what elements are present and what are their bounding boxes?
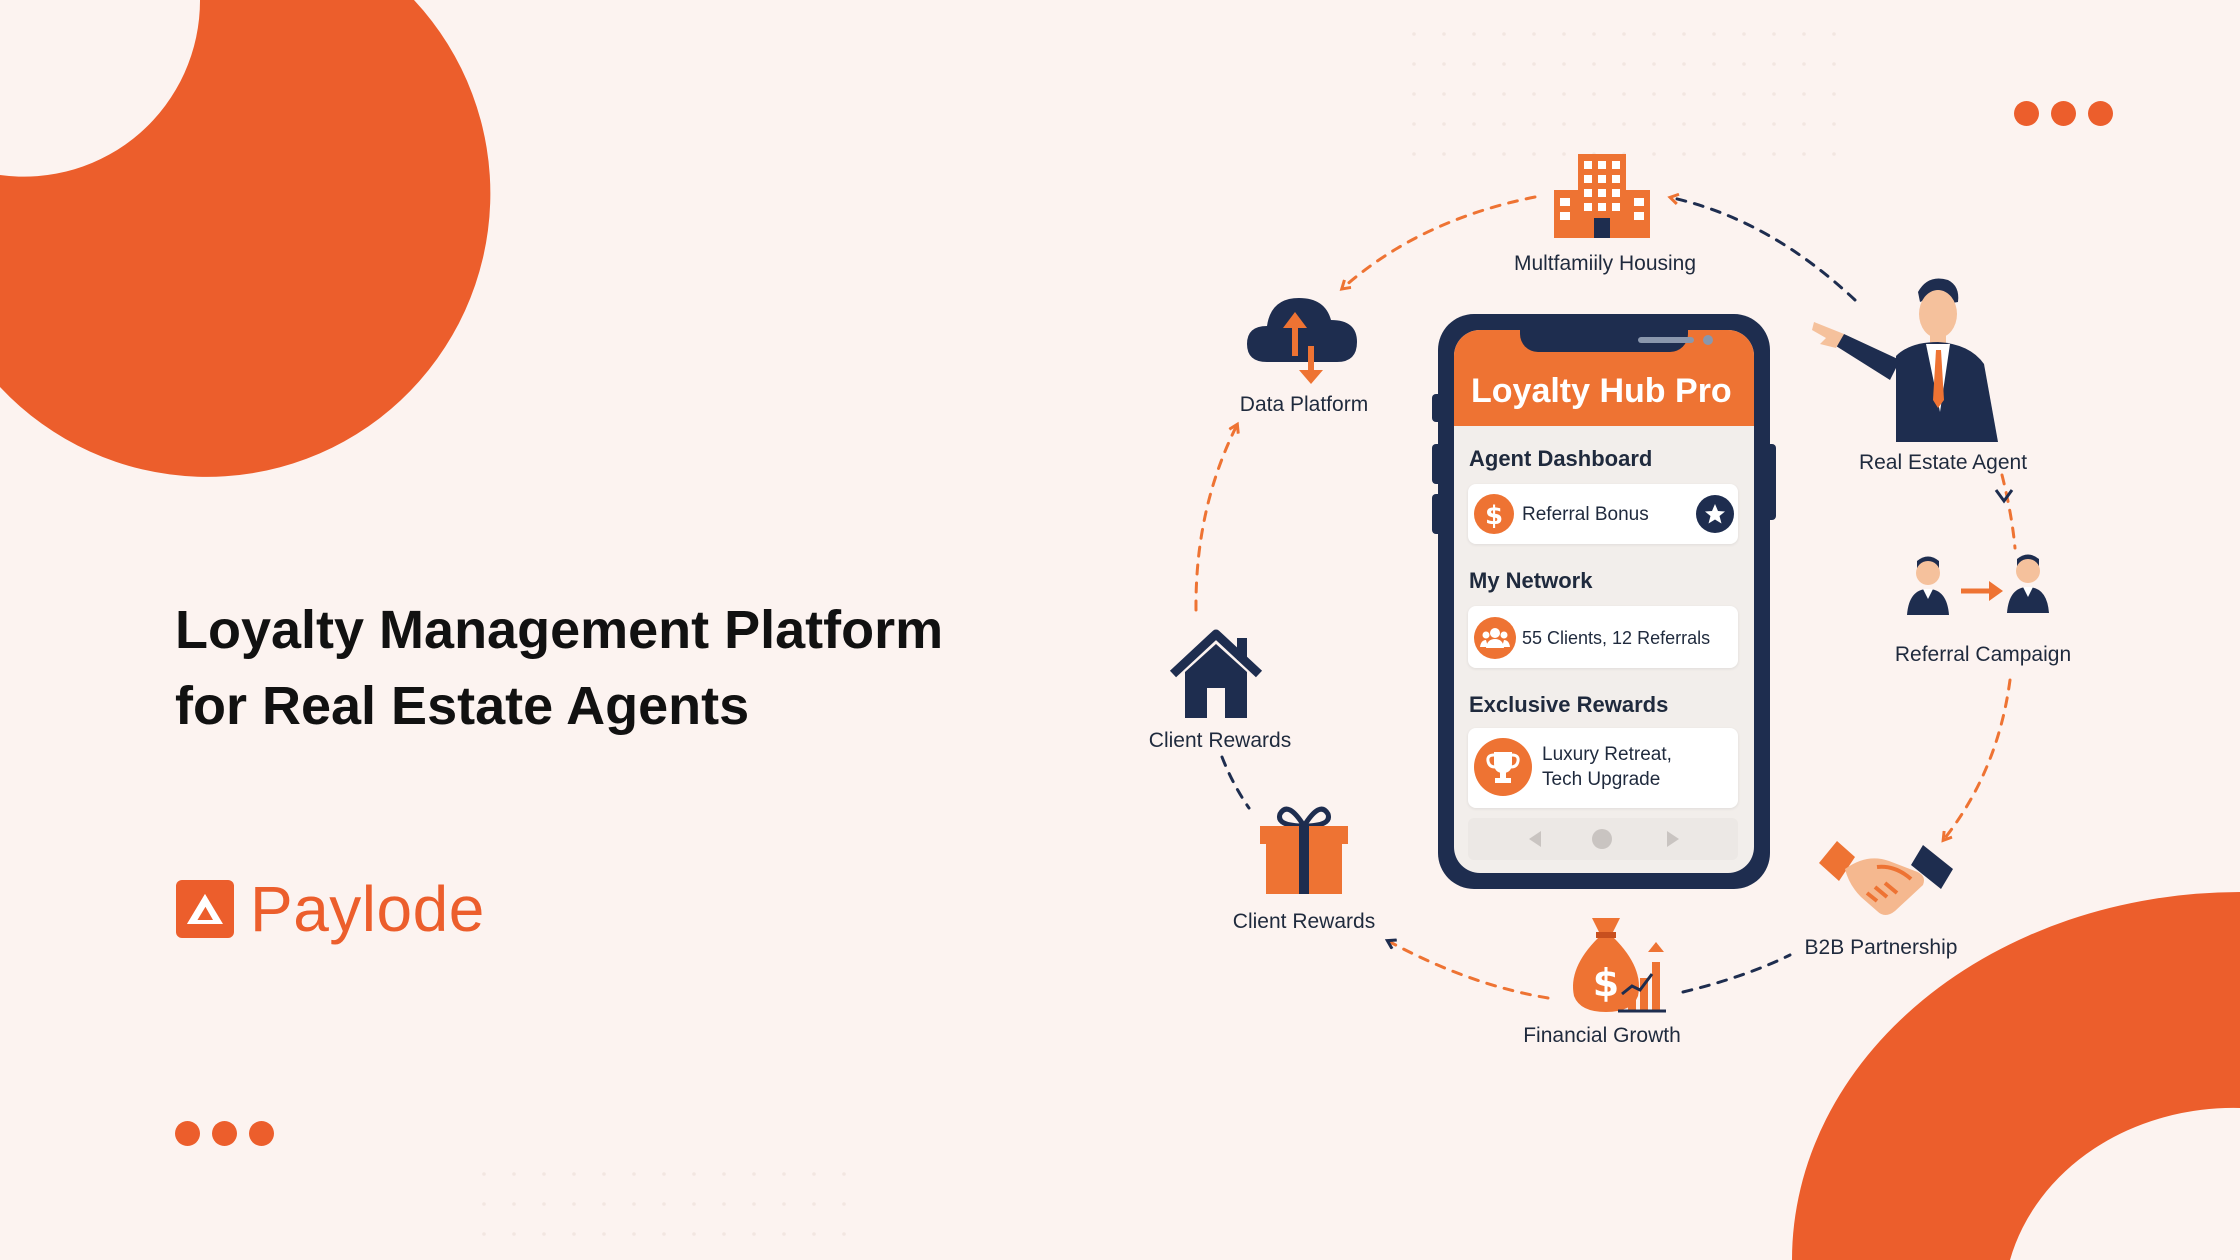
label-financial: Financial Growth	[1523, 1024, 1681, 1047]
label-referral: Referral Campaign	[1894, 643, 2072, 666]
dots-top-right	[2014, 101, 2113, 126]
dots-bottom-left	[175, 1121, 274, 1146]
card-exclusive-rewards[interactable]: Luxury Retreat, Tech Upgrade	[1468, 728, 1738, 808]
connector-house-to-data	[1194, 427, 1236, 612]
app-title: Loyalty Hub Pro	[1471, 372, 1732, 410]
building-icon	[1554, 154, 1650, 238]
headline-line-1: Loyalty Management Platform	[175, 600, 944, 660]
connector-agent-to-multifamily	[1673, 198, 1857, 302]
phone-side-button	[1432, 394, 1442, 422]
card-text-rewards-line-1: Luxury Retreat,	[1542, 744, 1672, 765]
card-my-network[interactable]: 55 Clients, 12 Referrals	[1468, 606, 1738, 668]
label-multifamily: Multfamiily Housing	[1513, 252, 1697, 275]
brand-name: Paylode	[250, 873, 485, 945]
section-title-exclusive-rewards: Exclusive Rewards	[1469, 692, 1669, 717]
connector-financial-to-b2b	[1681, 953, 1792, 994]
referral-people-icon	[1907, 554, 2049, 615]
back-arrow-icon[interactable]	[1526, 829, 1546, 849]
connector-financial-to-gift	[1390, 942, 1550, 1000]
label-client-rewards-gift: Client Rewards	[1232, 910, 1376, 933]
connector-agent-to-referral	[2000, 473, 2017, 550]
trophy-icon	[1474, 738, 1532, 796]
headline: Loyalty Management Platform for Real Est…	[175, 592, 1035, 744]
cloud-sync-icon	[1247, 298, 1357, 384]
card-text-referral-bonus: Referral Bonus	[1522, 504, 1649, 525]
app-header: Loyalty Hub Pro	[1454, 330, 1754, 426]
businessman-icon	[1812, 278, 1998, 442]
money-bag-icon: $	[1573, 918, 1666, 1013]
label-b2b: B2B Partnership	[1804, 936, 1958, 959]
svg-text:$: $	[1485, 501, 1503, 529]
speaker-grille	[1638, 337, 1694, 343]
label-client-rewards-house: Client Rewards	[1148, 729, 1292, 752]
card-text-my-network: 55 Clients, 12 Referrals	[1522, 628, 1711, 648]
section-title-my-network: My Network	[1469, 568, 1593, 593]
paylode-logo-icon	[176, 880, 234, 938]
svg-text:$: $	[1593, 961, 1619, 1005]
section-title-agent-dashboard: Agent Dashboard	[1469, 446, 1653, 471]
card-referral-bonus[interactable]: $ Referral Bonus	[1468, 484, 1738, 544]
house-icon	[1169, 629, 1263, 718]
dollar-icon: $	[1474, 494, 1514, 534]
phone-power-button	[1766, 444, 1776, 520]
phone-volume-down-button	[1432, 494, 1442, 534]
arc-bottom-right	[1792, 892, 2240, 1260]
home-dot-icon[interactable]	[1591, 828, 1613, 850]
star-icon	[1696, 495, 1734, 533]
label-data-platform: Data Platform	[1239, 393, 1369, 416]
headline-line-2: for Real Estate Agents	[175, 676, 750, 736]
label-agent: Real Estate Agent	[1858, 451, 2028, 474]
dot-grid-bottom	[480, 1150, 860, 1260]
phone-nav-bar	[1468, 818, 1738, 860]
handshake-icon	[1819, 841, 1953, 915]
camera-icon	[1703, 335, 1713, 345]
gift-icon	[1260, 806, 1348, 894]
connector-house-to-gift	[1220, 755, 1251, 810]
people-icon	[1474, 617, 1516, 659]
brand-logo: Paylode	[176, 872, 485, 946]
arrowhead-agent-down	[1994, 489, 2014, 504]
dot-grid-top	[1390, 10, 1860, 160]
forward-arrow-icon[interactable]	[1662, 829, 1682, 849]
connector-multifamily-to-data	[1344, 195, 1537, 287]
card-text-rewards-line-2: Tech Upgrade	[1542, 769, 1661, 790]
phone-screen: Loyalty Hub Pro Agent Dashboard $ Referr…	[1454, 330, 1754, 873]
connector-referral-to-b2b	[1945, 678, 2012, 838]
phone-notch	[1520, 330, 1713, 352]
arc-top-left	[0, 0, 491, 477]
phone-volume-up-button	[1432, 444, 1442, 484]
